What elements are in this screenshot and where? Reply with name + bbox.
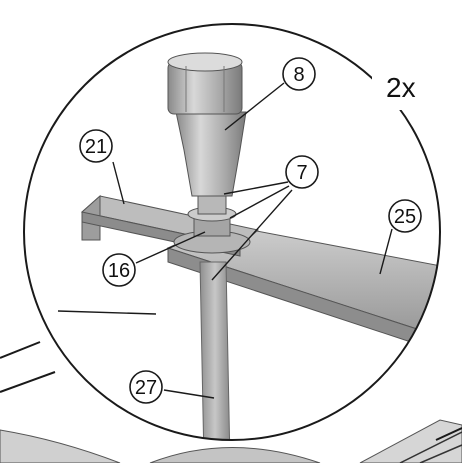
callout-circle <box>282 57 316 91</box>
callout-circle <box>285 155 319 189</box>
unlabeled-leader <box>57 310 157 315</box>
leader-27 <box>163 389 215 399</box>
callout-27: 27 <box>129 370 163 404</box>
callout-number: 21 <box>85 136 107 158</box>
callout-number: 7 <box>296 162 307 184</box>
callout-8: 8 <box>282 57 316 91</box>
callout-circle <box>102 253 136 287</box>
magnifier-circle <box>23 23 441 441</box>
magnifier-leader-right <box>435 427 462 441</box>
leader-7 <box>211 189 293 281</box>
callout-number: 8 <box>293 64 304 86</box>
magnifier-leader-left-lower <box>0 371 56 393</box>
fitting-8 <box>167 52 247 197</box>
callout-number: 27 <box>135 377 157 399</box>
pipe-27 <box>199 261 231 440</box>
callout-circle <box>129 370 163 404</box>
background-parts <box>0 419 462 463</box>
callout-number: 25 <box>394 206 416 228</box>
leader-25 <box>379 228 393 275</box>
callout-16: 16 <box>102 253 136 287</box>
callout-7: 7 <box>285 155 319 189</box>
callout-circle <box>79 129 113 163</box>
quantity-label: 2x <box>386 72 416 103</box>
quantity-label-bg <box>372 60 442 110</box>
callout-number: 16 <box>108 260 130 282</box>
callout-25: 25 <box>388 199 422 233</box>
callout-21: 21 <box>79 129 113 163</box>
callout-leaders <box>57 82 393 399</box>
leader-16 <box>135 231 206 264</box>
magnifier-leader-left-upper <box>0 341 41 359</box>
leader-8 <box>224 82 285 131</box>
leader-21 <box>112 161 125 205</box>
callout-circle <box>388 199 422 233</box>
nut-washer-assembly-7 <box>173 193 251 254</box>
